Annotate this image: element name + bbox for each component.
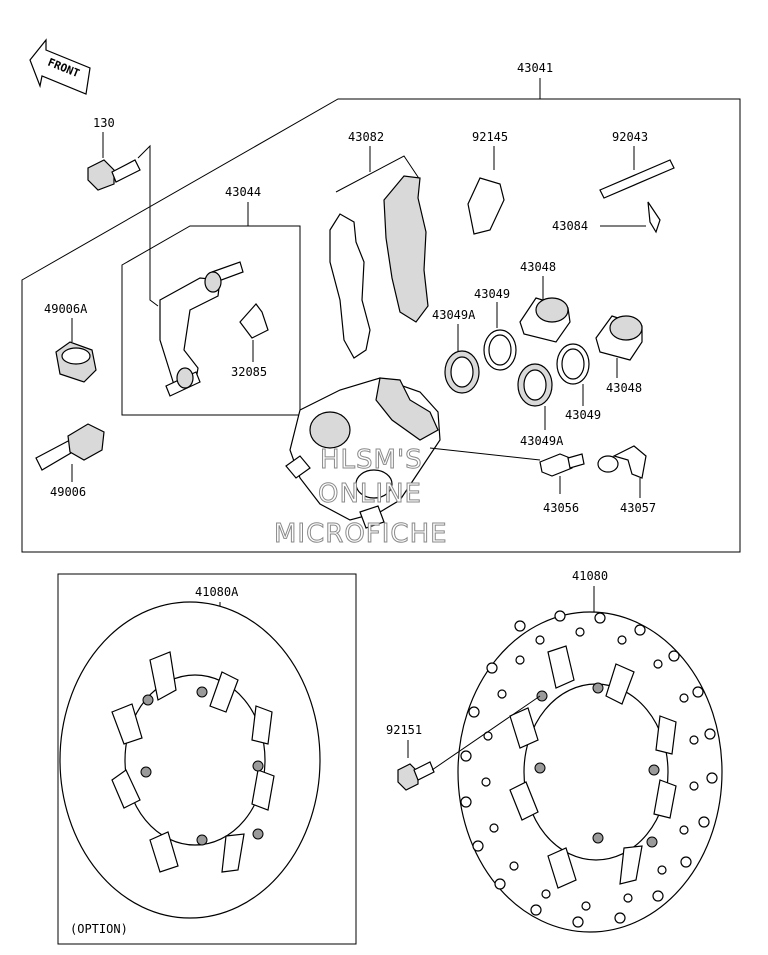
label-49006A: 49006A <box>44 302 88 316</box>
label-92043: 92043 <box>612 130 648 144</box>
bleeder-cap-43057 <box>597 445 647 479</box>
bleeder-valve-43056 <box>539 453 585 477</box>
caliper-assembly-outline <box>21 98 741 553</box>
label-43044: 43044 <box>225 185 261 199</box>
label-43056: 43056 <box>543 501 579 515</box>
option-disc-box <box>57 573 357 945</box>
label-43057: 43057 <box>620 501 656 515</box>
brake-pad-left <box>329 213 371 359</box>
sleeve-49006 <box>35 423 105 471</box>
label-92145: 92145 <box>472 130 508 144</box>
label-43049A-upper: 43049A <box>432 308 476 322</box>
piston-43048-lower <box>595 315 643 361</box>
brake-pad-right <box>383 175 429 323</box>
dust-seal-43049A-lower <box>517 363 553 407</box>
option-note: (OPTION) <box>70 922 128 936</box>
bolt-130 <box>87 159 141 191</box>
watermark-line-1: HLSM'S <box>320 445 423 475</box>
disc-bolt-92151 <box>397 761 435 791</box>
label-41080: 41080 <box>572 569 608 583</box>
watermark-line-3: MICROFICHE <box>274 519 448 549</box>
clip-32085 <box>239 303 269 339</box>
label-43082: 43082 <box>348 130 384 144</box>
label-43049A-lower: 43049A <box>520 434 564 448</box>
label-43041: 43041 <box>517 61 553 75</box>
brake-disc-41080A <box>59 601 321 919</box>
label-43048-lower: 43048 <box>606 381 642 395</box>
watermark-line-2: ONLINE <box>318 479 422 509</box>
bracket-box-outline <box>121 225 301 416</box>
label-43048-upper: 43048 <box>520 260 556 274</box>
dust-seal-43049A-upper <box>444 350 480 394</box>
label-49006: 49006 <box>50 485 86 499</box>
label-41080A: 41080A <box>195 585 239 599</box>
label-92151: 92151 <box>386 723 422 737</box>
caliper-body <box>285 377 441 529</box>
piston-seal-43049-upper <box>483 329 517 371</box>
label-32085: 32085 <box>231 365 267 379</box>
label-43049-upper: 43049 <box>474 287 510 301</box>
label-130: 130 <box>93 116 115 130</box>
boot-49006A <box>55 341 97 383</box>
brake-disc-41080 <box>457 610 723 933</box>
piston-43048-upper <box>519 297 571 343</box>
label-43084: 43084 <box>552 219 588 233</box>
watermark: HLSM'S ONLINE MICROFICHE <box>274 445 448 550</box>
pad-spring-92145 <box>467 177 505 235</box>
front-arrow-icon: FRONT <box>29 38 91 95</box>
caliper-bracket-43044 <box>159 261 244 397</box>
pin-clip-43084 <box>647 201 661 234</box>
piston-seal-43049-lower <box>556 343 590 385</box>
pad-pin-92043 <box>599 159 675 199</box>
label-43049-lower: 43049 <box>565 408 601 422</box>
